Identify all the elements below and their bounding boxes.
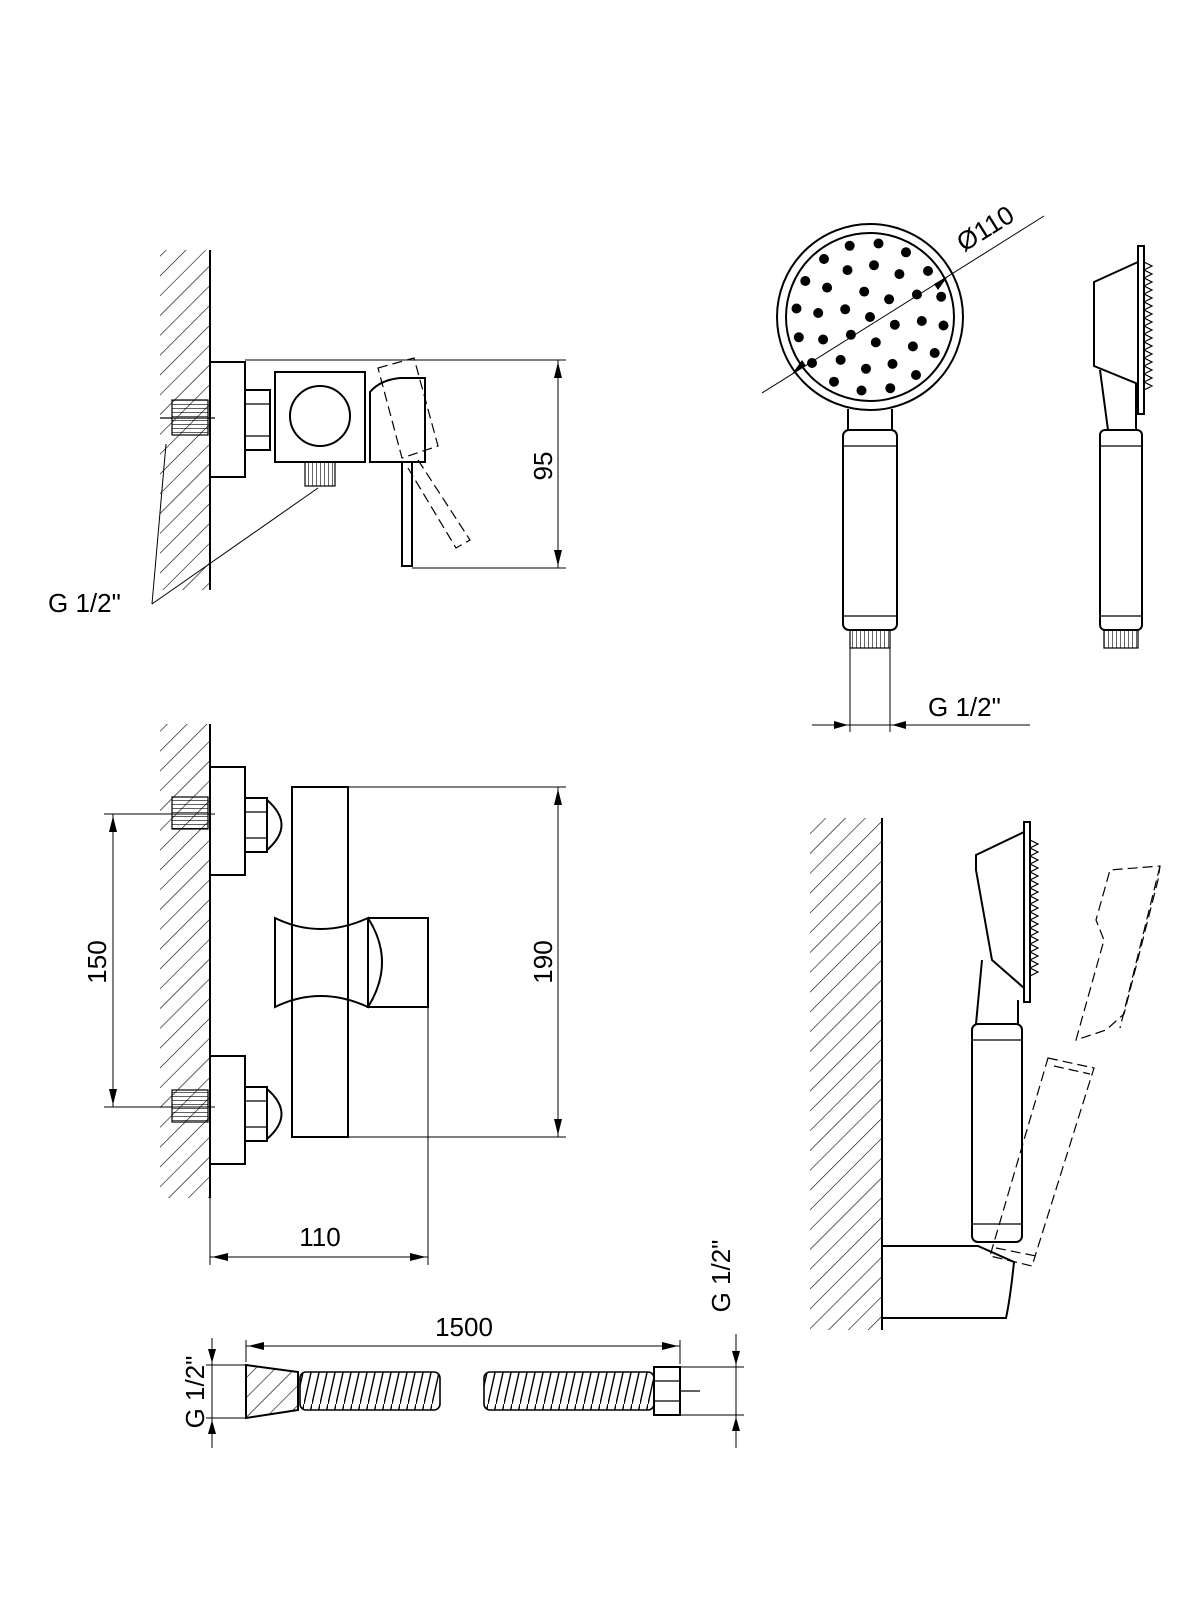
lever-open-position bbox=[377, 357, 471, 549]
inlet-spacing-label: 150 bbox=[82, 940, 112, 983]
hose-right-thread-label: G 1/2" bbox=[706, 1240, 736, 1313]
shower-head-inner bbox=[785, 232, 955, 402]
upper-nut bbox=[244, 797, 268, 853]
nozzle-dot bbox=[916, 316, 927, 326]
holder-shower-handle bbox=[971, 1023, 1023, 1243]
wall-flange bbox=[209, 361, 246, 478]
lever-cap bbox=[369, 377, 426, 463]
hose-length-label: 1500 bbox=[435, 1312, 493, 1342]
nozzle-dot bbox=[793, 332, 804, 343]
nozzle-dot bbox=[870, 337, 881, 348]
nozzle-dot bbox=[861, 363, 871, 374]
upper-inlet-thread bbox=[171, 796, 209, 830]
shower-thread-label: G 1/2" bbox=[928, 692, 1001, 722]
wall-hatch-front bbox=[160, 724, 210, 1198]
side-height-label: 95 bbox=[528, 452, 558, 481]
nozzle-dot bbox=[818, 334, 829, 345]
shower-nozzles bbox=[791, 238, 949, 396]
nozzle-dot bbox=[873, 238, 884, 249]
shower-on-holder-view bbox=[810, 818, 1161, 1330]
cartridge-circle bbox=[289, 385, 351, 447]
nozzle-dot bbox=[887, 358, 898, 369]
nozzle-dot bbox=[869, 260, 879, 271]
nozzle-dot bbox=[819, 254, 829, 264]
head-diameter-label: Ø110 bbox=[951, 199, 1019, 257]
nozzle-dot bbox=[813, 308, 824, 318]
lower-inlet-thread bbox=[171, 1089, 209, 1123]
nozzle-dot bbox=[800, 276, 811, 286]
mixer-front-view: 150 190 110 bbox=[82, 724, 566, 1265]
lever-handle bbox=[401, 461, 413, 567]
nozzle-dot bbox=[842, 265, 853, 276]
side-thread-label: G 1/2" bbox=[48, 588, 121, 618]
nozzle-dot bbox=[889, 319, 900, 330]
nozzle-dot bbox=[840, 304, 851, 315]
side-handle bbox=[1099, 429, 1143, 631]
nozzle-dot bbox=[791, 303, 802, 314]
nozzle-dot bbox=[884, 294, 895, 305]
nozzle-dot bbox=[822, 282, 833, 293]
nozzle-dot bbox=[936, 291, 947, 302]
connector-nut bbox=[244, 389, 271, 451]
shower-handle bbox=[842, 429, 898, 631]
vertical-body bbox=[291, 786, 349, 1138]
hose-coil-right bbox=[483, 1371, 655, 1411]
nozzle-dot bbox=[894, 269, 905, 280]
hose-left-thread-label: G 1/2" bbox=[180, 1356, 210, 1429]
shower-hose: 1500 G 1/2" G 1/2" bbox=[180, 1240, 744, 1448]
shower-head-outer bbox=[776, 223, 964, 411]
hand-shower-side-view bbox=[1093, 245, 1154, 649]
lower-flange bbox=[209, 1055, 246, 1165]
depth-label: 110 bbox=[299, 1222, 340, 1252]
nozzle-dot bbox=[835, 354, 846, 365]
nozzle-dot bbox=[829, 376, 839, 387]
nozzle-dot bbox=[911, 370, 921, 380]
front-height-label: 190 bbox=[528, 940, 558, 983]
nozzle-dot bbox=[923, 266, 933, 276]
holder-shower-head bbox=[975, 830, 1025, 991]
hand-shower-front-view: Ø110 G 1/2" bbox=[761, 199, 1045, 732]
tilted-shower-outline bbox=[989, 865, 1161, 1267]
hose-left-fitting bbox=[245, 1363, 299, 1420]
hose-coil-left bbox=[299, 1371, 441, 1411]
side-head bbox=[1093, 260, 1139, 386]
nozzle-dot bbox=[929, 348, 940, 358]
nozzle-dot bbox=[885, 383, 896, 394]
nozzle-dot bbox=[859, 286, 870, 297]
nozzle-dot bbox=[901, 247, 911, 258]
nozzle-dot bbox=[907, 341, 918, 352]
upper-flange bbox=[209, 766, 246, 876]
outlet-thread bbox=[304, 461, 336, 487]
nozzle-dot bbox=[938, 320, 949, 331]
lower-nut bbox=[244, 1086, 268, 1142]
nozzle-dot bbox=[865, 312, 875, 322]
nozzle-dot bbox=[856, 385, 867, 396]
hose-right-nut bbox=[653, 1366, 681, 1416]
front-lever-cap bbox=[366, 917, 429, 1008]
nozzle-dot bbox=[845, 329, 856, 340]
wall-hatch-holder bbox=[810, 818, 882, 1330]
handle-thread bbox=[849, 629, 891, 649]
mixer-side-view: 95 G 1/2" bbox=[48, 250, 566, 618]
center-block bbox=[274, 916, 369, 1009]
nozzle-dot bbox=[844, 240, 855, 251]
